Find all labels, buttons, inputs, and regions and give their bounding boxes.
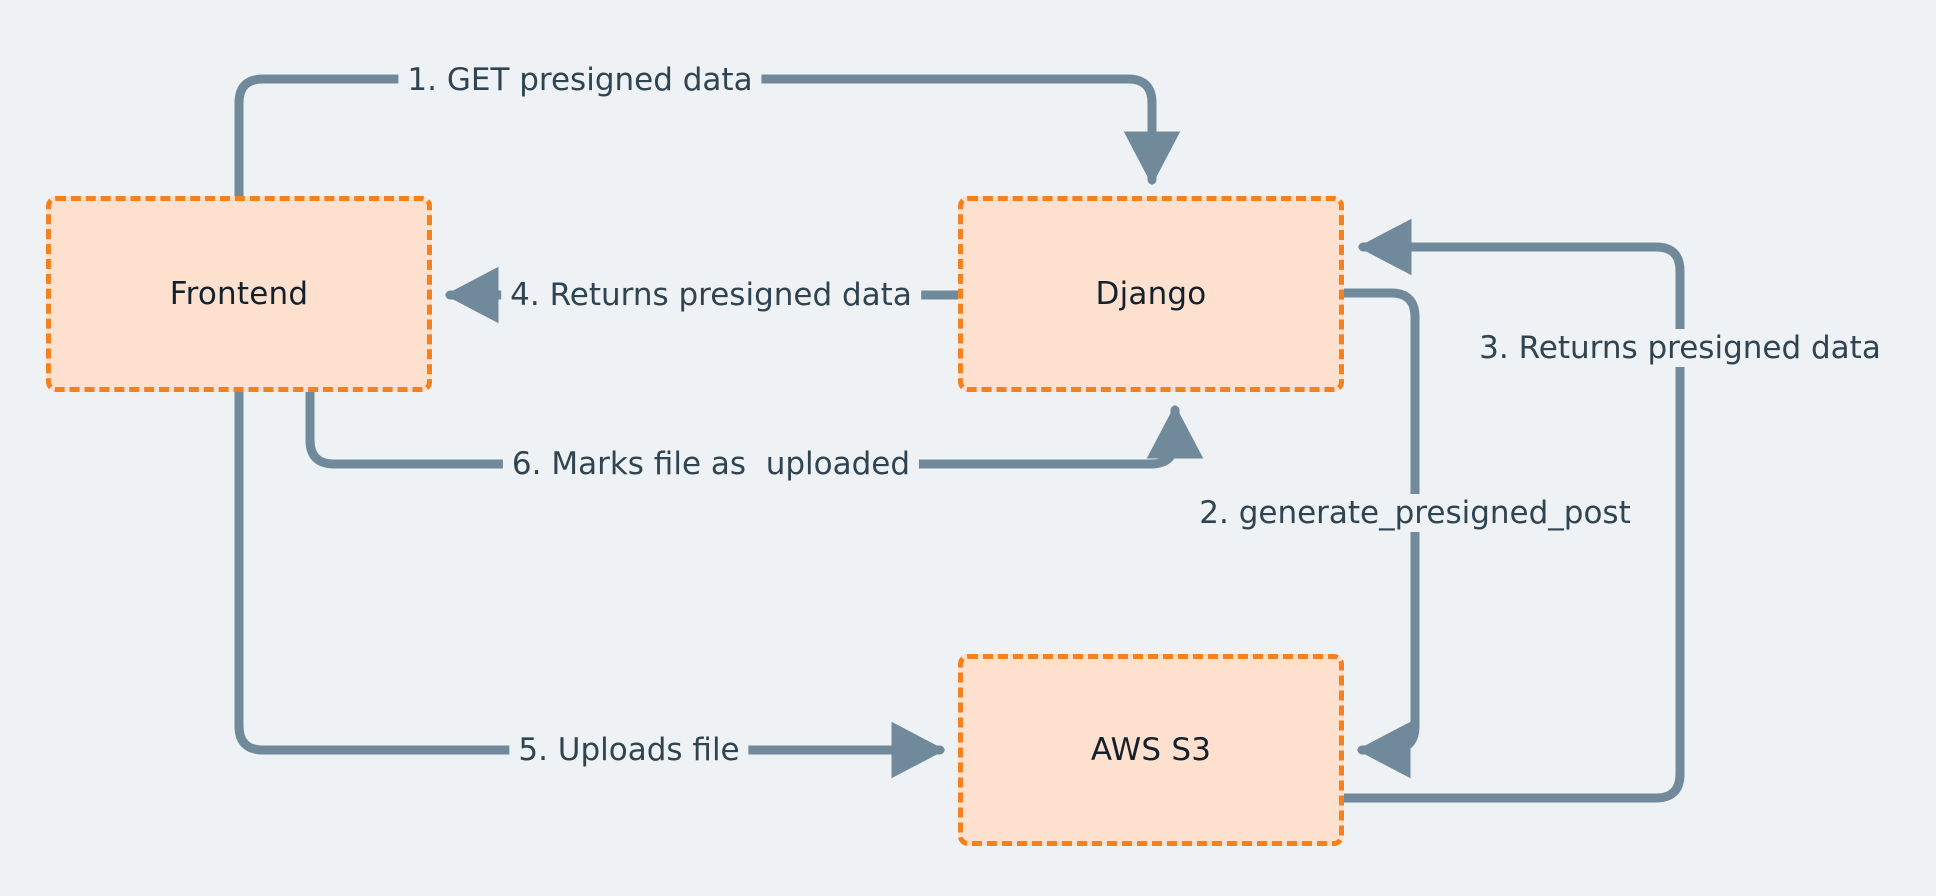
edge-label-4: 4. Returns presigned data [501,276,921,314]
node-django-label: Django [1095,276,1207,312]
node-aws-s3-label: AWS S3 [1090,732,1212,768]
edge-label-2: 2. generate_presigned_post [1190,494,1640,532]
node-django[interactable]: Django [958,196,1344,392]
edge-path-5 [234,387,946,779]
node-aws-s3[interactable]: AWS S3 [958,654,1344,846]
node-frontend[interactable]: Frontend [46,196,432,392]
edge-label-3: 3. Returns presigned data [1470,329,1890,367]
edge-path-3 [1339,218,1685,803]
edge-label-5: 5. Uploads file [509,731,749,769]
edge-label-1: 1. GET presigned data [398,61,762,99]
edge-label-6: 6. Marks file as uploaded [502,445,920,483]
node-frontend-label: Frontend [169,276,309,312]
